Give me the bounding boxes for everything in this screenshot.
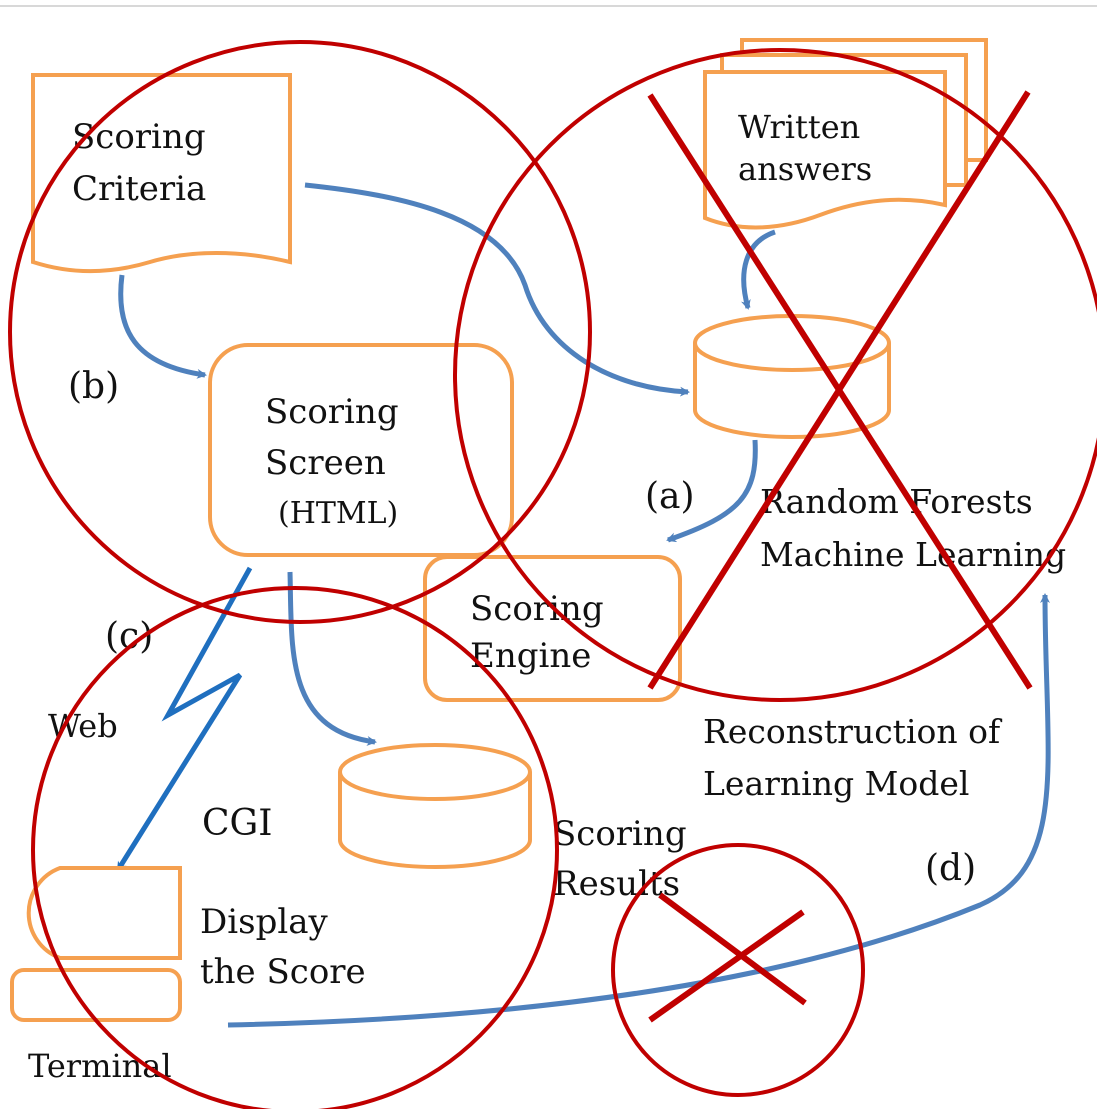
display-score-label: the Score xyxy=(200,952,366,992)
random-forests-label: Random Forests xyxy=(760,482,1033,521)
scoring-results-database xyxy=(338,743,532,869)
svg-text:Engine: Engine xyxy=(470,636,591,676)
label-d: (d) xyxy=(925,848,976,889)
display-score-label: Display xyxy=(200,902,328,942)
scoring-results-label: Scoring xyxy=(553,814,687,854)
circle-b xyxy=(8,40,592,624)
svg-text:Scoring: Scoring xyxy=(72,117,206,157)
circle-a xyxy=(453,48,1097,702)
label-b: (b) xyxy=(68,366,119,407)
circle-c xyxy=(31,586,559,1109)
scoring-criteria-document: Scoring Criteria xyxy=(31,73,292,273)
arrow-criteria-to-db xyxy=(304,182,690,397)
svg-text:Scoring: Scoring xyxy=(265,392,399,432)
svg-text:answers: answers xyxy=(738,150,872,188)
arrow-criteria-to-screen xyxy=(118,274,207,379)
web-link-icon xyxy=(115,566,253,872)
arrow-screen-to-results xyxy=(287,571,377,746)
arrow-terminal-to-model xyxy=(227,593,1051,1028)
arrow-answers-to-db xyxy=(741,229,776,310)
svg-text:Scoring: Scoring xyxy=(470,589,604,629)
reconstruction-label: Learning Model xyxy=(703,764,969,803)
cgi-label: CGI xyxy=(202,803,273,844)
svg-text:Screen: Screen xyxy=(265,443,386,483)
arrow-db-to-engine xyxy=(666,439,758,543)
scoring-screen-box: Scoring Screen (HTML) xyxy=(208,343,514,557)
cross-mark-icon xyxy=(648,892,807,1023)
svg-text:Written: Written xyxy=(738,108,860,146)
reconstruction-label: Reconstruction of xyxy=(703,712,1003,751)
cross-mark-icon xyxy=(647,90,1033,690)
circle-d xyxy=(611,843,865,1097)
label-a: (a) xyxy=(645,476,695,517)
written-answers-document: Written answers xyxy=(703,38,988,230)
random-forests-label: Machine Learning xyxy=(760,535,1066,574)
scoring-engine-box: Scoring Engine xyxy=(423,555,682,702)
svg-text:(HTML): (HTML) xyxy=(278,496,398,531)
svg-text:Criteria: Criteria xyxy=(72,169,206,209)
